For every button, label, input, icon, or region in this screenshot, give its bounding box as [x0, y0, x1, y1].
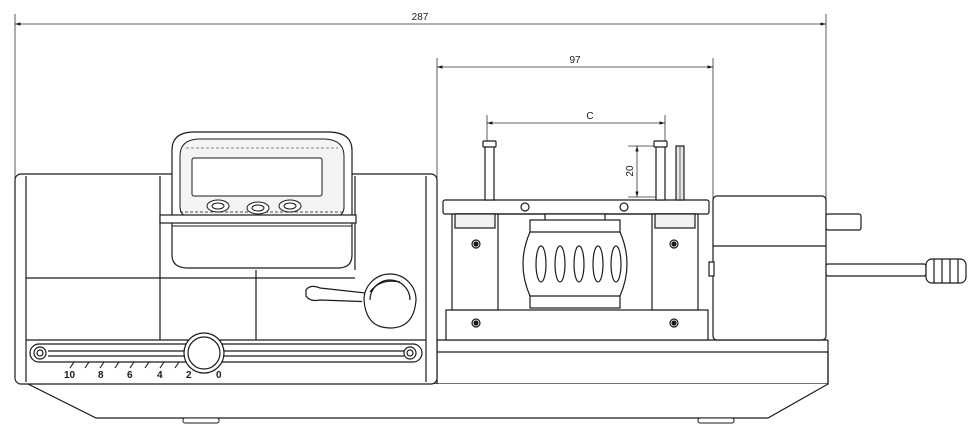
digital-display — [159, 131, 357, 269]
feet — [182, 417, 735, 424]
fixture-screws — [471, 202, 679, 328]
side-rod — [825, 263, 927, 277]
dimension-fixture — [436, 58, 714, 205]
dimension-clamp-label: C — [586, 111, 593, 122]
side-connector — [925, 258, 967, 284]
scale-label-10: 10 — [64, 370, 76, 381]
scale-knob — [183, 332, 225, 374]
scale-label-4: 4 — [157, 370, 163, 381]
dimension-clamp-spacing — [486, 115, 666, 145]
scale-label-6: 6 — [127, 370, 133, 381]
scale-label-8: 8 — [98, 370, 104, 381]
scale-track — [29, 343, 423, 363]
clamp-knob — [362, 273, 418, 330]
dimension-overall — [14, 14, 827, 200]
display-buttons — [206, 199, 302, 215]
scale-labels: 10 8 6 4 2 0 — [64, 370, 222, 381]
dimension-fixture-label: 97 — [569, 55, 581, 66]
fixture-pins — [482, 140, 685, 201]
fixture-roller — [522, 231, 628, 297]
dimension-pin-label: 20 — [625, 165, 636, 177]
scale-label-0: 0 — [216, 370, 222, 381]
scale-label-2: 2 — [186, 370, 192, 381]
dimension-overall-label: 287 — [412, 12, 429, 23]
